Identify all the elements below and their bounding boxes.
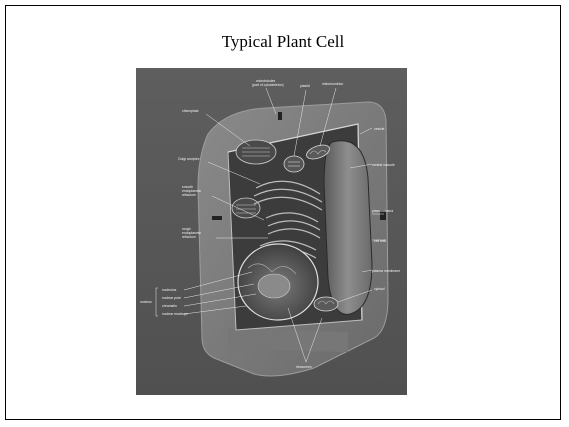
label-plasmodesma: plasmodesma — [372, 209, 393, 213]
label-central-vacuole: central vacuole — [372, 163, 395, 167]
label-nucleolus: nucleolus — [162, 288, 177, 292]
label-plasma-membrane: plasma membrane — [372, 269, 400, 273]
cut-face — [228, 328, 348, 352]
slide-title: Typical Plant Cell — [6, 32, 560, 52]
plant-cell-diagram: microtubules (part of cytoskeleton) plas… — [136, 68, 407, 395]
label-mitochondrion: mitochondrion — [322, 82, 343, 86]
chloroplast-top — [236, 140, 276, 164]
label-rough-er-line3: reticulum — [182, 235, 196, 239]
label-cytosol: cytosol — [374, 287, 385, 291]
label-nuclear-pore: nuclear pore — [162, 296, 181, 300]
mitochondrion-bottom — [314, 297, 338, 311]
plant-cell-illustration: microtubules (part of cytoskeleton) plas… — [136, 68, 407, 395]
nucleus-shape — [238, 244, 318, 320]
label-nucleus: nucleus — [140, 300, 152, 304]
plastid-shape — [284, 156, 304, 172]
chloroplast-middle — [232, 198, 260, 218]
central-vacuole-shape — [324, 141, 372, 315]
label-ribosomes: ribosomes — [296, 365, 312, 369]
label-chloroplast: chloroplast — [182, 109, 198, 113]
plasmodesma-top — [278, 112, 282, 120]
label-smooth-er-line3: reticulum — [182, 193, 196, 197]
label-chromatin: chromatin — [162, 304, 177, 308]
label-nuclear-envelope: nuclear envelope — [162, 312, 188, 316]
label-cytoskeleton: (part of cytoskeleton) — [252, 83, 284, 87]
slide: Typical Plant Cell — [5, 5, 561, 420]
label-plastid: plastid — [300, 84, 310, 88]
label-cell-wall: cell wall — [374, 239, 386, 243]
label-golgi-complex: Golgi complex — [178, 157, 200, 161]
plasmodesma-left — [212, 216, 222, 220]
label-vesicle: vesicle — [374, 127, 384, 131]
